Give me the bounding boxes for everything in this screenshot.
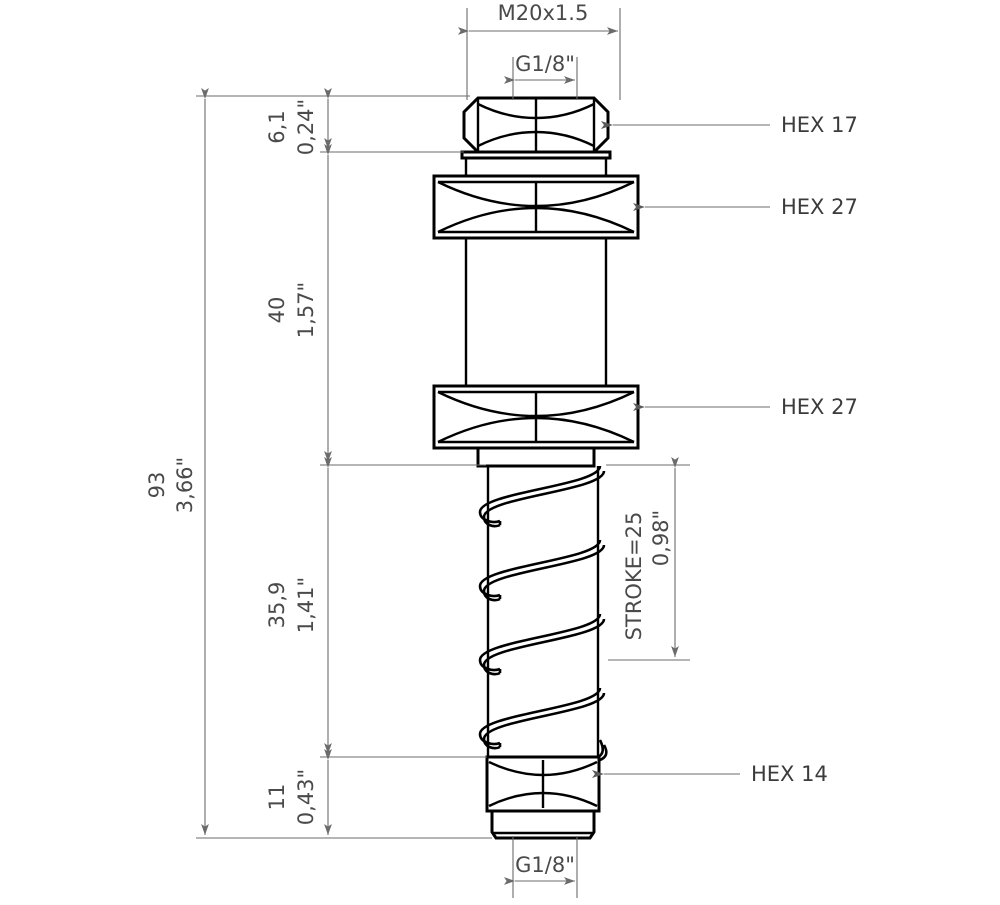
label-m20-thread: M20x1.5 bbox=[498, 1, 589, 25]
label-93-inch: 3,66" bbox=[173, 457, 197, 513]
hex17-nut bbox=[462, 96, 610, 154]
dimension-text-group: M20x1.5 G1/8" 6,1 0,24" 40 1,57" 93 3,66… bbox=[145, 1, 673, 877]
bottom-port-body bbox=[490, 809, 596, 840]
coil-spring bbox=[478, 465, 608, 762]
callout-hex27-lower: HEX 27 bbox=[781, 395, 858, 419]
callout-hex27-upper: HEX 27 bbox=[781, 195, 858, 219]
lower-collar bbox=[476, 446, 596, 468]
callout-hex17: HEX 17 bbox=[781, 113, 858, 137]
plunger-rod bbox=[486, 466, 600, 757]
label-359-mm: 35,9 bbox=[265, 582, 289, 629]
label-6-1-mm: 6,1 bbox=[265, 110, 289, 143]
label-40-inch: 1,57" bbox=[294, 282, 318, 338]
main-body-cylinder bbox=[464, 238, 608, 386]
label-11-inch: 0,43" bbox=[294, 769, 318, 825]
part-geometry bbox=[432, 96, 640, 840]
label-stroke-inch: 0,98" bbox=[649, 510, 673, 566]
m20-thread-shank bbox=[464, 156, 608, 178]
hex14-nut bbox=[485, 755, 601, 813]
callout-hex14: HEX 14 bbox=[751, 762, 828, 786]
label-g18-top: G1/8" bbox=[515, 52, 575, 76]
dimension-lines bbox=[196, 8, 770, 898]
label-g18-bottom: G1/8" bbox=[515, 853, 575, 877]
label-40-mm: 40 bbox=[265, 297, 289, 324]
label-stroke-mm: STROKE=25 bbox=[622, 512, 646, 641]
callout-text-group: HEX 17 HEX 27 HEX 27 HEX 14 bbox=[751, 113, 858, 786]
label-11-mm: 11 bbox=[265, 784, 289, 811]
hex27-upper-nut bbox=[432, 174, 640, 240]
hex27-lower-nut bbox=[432, 384, 640, 450]
label-93-mm: 93 bbox=[145, 472, 169, 499]
label-6-1-inch: 0,24" bbox=[294, 99, 318, 155]
label-359-inch: 1,41" bbox=[294, 577, 318, 633]
